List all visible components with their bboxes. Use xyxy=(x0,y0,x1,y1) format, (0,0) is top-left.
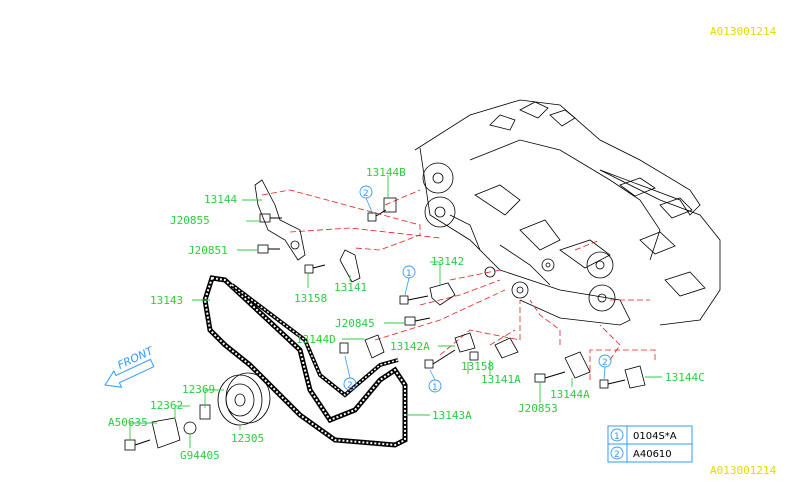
part-label-13142a[interactable]: 13142A xyxy=(390,340,430,353)
legend: 1 0104S*A 2 A40610 xyxy=(607,425,693,463)
tensioner-13142a xyxy=(424,332,476,369)
front-direction-arrow: FRONT xyxy=(104,344,157,388)
belt-cover-bracket xyxy=(254,179,361,283)
marker-2-13144b: 2 xyxy=(359,185,373,213)
part-label-13144[interactable]: 13144 xyxy=(204,193,237,206)
legend-text-2: A40610 xyxy=(633,449,672,460)
part-label-13143a[interactable]: 13143A xyxy=(432,409,472,422)
leader-lines xyxy=(129,175,662,448)
part-label-13144d[interactable]: 13144D xyxy=(296,333,336,346)
diagram-code-bottom: A013001214 xyxy=(710,464,777,477)
bolts xyxy=(257,197,646,389)
svg-text:1: 1 xyxy=(406,269,412,279)
bracket-13144d xyxy=(339,334,385,359)
part-label-12305[interactable]: 12305 xyxy=(231,432,264,445)
legend-num-2: 2 xyxy=(614,450,620,460)
part-label-g94405[interactable]: G94405 xyxy=(180,449,220,462)
bolt-j20845 xyxy=(404,316,431,326)
part-label-13158-upper[interactable]: 13158 xyxy=(294,292,327,305)
part-label-j20851[interactable]: J20851 xyxy=(188,244,228,257)
engine-block-illustration xyxy=(414,99,721,326)
part-label-13142[interactable]: 13142 xyxy=(431,255,464,268)
tensioner-13144b xyxy=(367,197,397,222)
timing-belt xyxy=(202,275,408,448)
marker-1-13142a: 1 xyxy=(428,369,442,393)
reference-markers: 2 1 2 1 2 xyxy=(343,185,612,393)
part-label-13141a[interactable]: 13141A xyxy=(481,373,521,386)
legend-row-2: 2 A40610 xyxy=(610,446,672,460)
bracket-13144c xyxy=(599,365,646,389)
bolt-j20851 xyxy=(257,244,280,254)
part-label-13141[interactable]: 13141 xyxy=(334,281,367,294)
legend-row-1: 1 0104S*A xyxy=(610,428,677,442)
part-label-12369[interactable]: 12369 xyxy=(182,383,215,396)
idler-13141a xyxy=(469,337,519,361)
part-label-j20855[interactable]: J20855 xyxy=(170,214,210,227)
legend-text-1: 0104S*A xyxy=(633,431,677,442)
marker-2-13144d: 2 xyxy=(343,355,357,391)
svg-text:2: 2 xyxy=(347,381,353,391)
bracket-13144a xyxy=(534,351,591,383)
part-label-j20853[interactable]: J20853 xyxy=(518,402,558,415)
svg-text:2: 2 xyxy=(602,358,608,368)
part-labels: 13144B 13144 J20855 J20851 13142 13143 1… xyxy=(108,166,705,462)
part-label-j20845[interactable]: J20845 xyxy=(335,317,375,330)
front-label: FRONT xyxy=(116,344,157,372)
svg-text:2: 2 xyxy=(363,189,369,199)
part-label-a50635[interactable]: A50635 xyxy=(108,416,148,429)
diagram-code-top: A013001214 xyxy=(710,25,777,38)
bolt-13158-upper xyxy=(304,264,326,274)
tensioner-13142 xyxy=(399,282,456,306)
part-label-13143[interactable]: 13143 xyxy=(150,294,183,307)
part-label-12362[interactable]: 12362 xyxy=(150,399,183,412)
part-label-13144b[interactable]: 13144B xyxy=(366,166,406,179)
legend-num-1: 1 xyxy=(614,432,620,442)
bolt-j20855 xyxy=(259,213,282,223)
marker-1-13142: 1 xyxy=(402,265,416,296)
svg-text:1: 1 xyxy=(432,383,438,393)
assembly-guide-lines xyxy=(261,189,656,380)
part-label-13144c[interactable]: 13144C xyxy=(665,371,705,384)
marker-2-13144c: 2 xyxy=(598,354,612,381)
part-label-13158-lower[interactable]: 13158 xyxy=(461,360,494,373)
part-label-13144a[interactable]: 13144A xyxy=(550,388,590,401)
